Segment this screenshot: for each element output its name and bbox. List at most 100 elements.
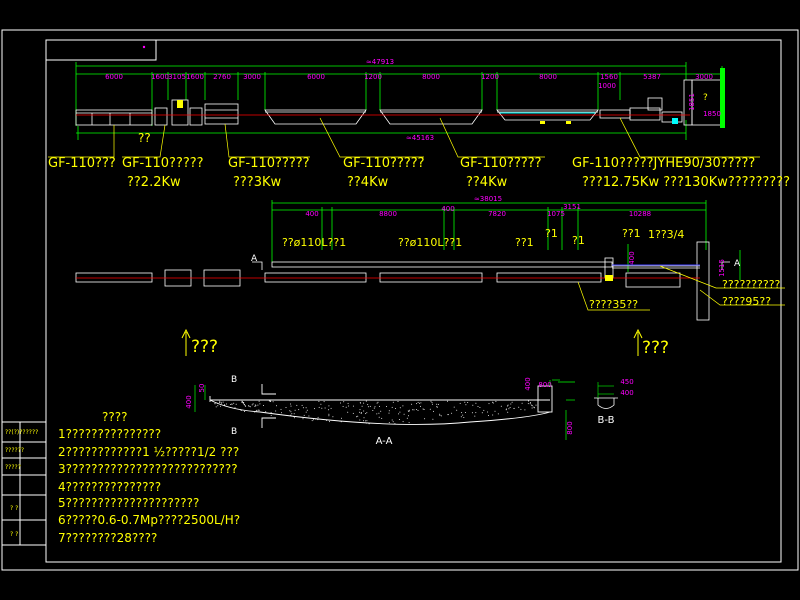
gravel-dot	[432, 418, 434, 420]
plan-note-1: ??ø110L??1	[282, 236, 346, 249]
gravel-dot	[359, 409, 361, 411]
gravel-dot	[406, 417, 408, 419]
gravel-dot	[330, 407, 332, 409]
gravel-dot	[317, 419, 319, 421]
gravel-dot	[230, 404, 232, 405]
gravel-dot	[248, 405, 250, 407]
right-dim-1: 1851	[688, 93, 696, 111]
plan-dim-0: 400	[305, 210, 318, 218]
plan-note-4: ?1	[545, 227, 558, 240]
gravel-dot	[471, 412, 473, 414]
section-bb-title: B-B	[598, 415, 615, 426]
gravel-dot	[251, 404, 253, 406]
gravel-dot	[366, 412, 368, 414]
gravel-dot	[345, 406, 347, 408]
top-dim-5: 3000	[243, 73, 261, 81]
gravel-dot	[220, 402, 222, 404]
top-dim-7: 1200	[364, 73, 382, 81]
gravel-dot	[241, 402, 243, 403]
gravel-dot	[506, 405, 508, 407]
gravel-dot	[465, 404, 467, 406]
arrow-label-2: ???	[642, 338, 669, 358]
technical-notes: ???? 1??????????????? 2????????????1 ½??…	[58, 410, 240, 545]
gravel-dot	[412, 409, 414, 411]
gravel-dot	[360, 413, 362, 414]
gravel-dot	[365, 400, 367, 402]
gravel-dot	[263, 405, 264, 406]
gravel-dot	[255, 410, 257, 412]
gravel-dot	[422, 408, 424, 410]
gravel-dot	[235, 403, 237, 405]
gravel-dot	[411, 403, 413, 405]
gravel-dot	[391, 419, 393, 421]
gravel-dot	[464, 401, 466, 403]
note-7: 7????????28????	[58, 531, 157, 545]
gravel-dot	[495, 400, 497, 402]
label-1: GF-110???	[48, 156, 116, 171]
aa-b-mark-top: B	[231, 375, 237, 385]
gravel-dot	[521, 402, 523, 404]
plan-note-6: ??1	[622, 227, 641, 240]
gravel-dot	[381, 417, 383, 419]
gravel-dot	[219, 400, 221, 402]
gravel-dot	[357, 415, 359, 417]
gravel-dot	[409, 409, 410, 411]
gravel-dot	[270, 412, 272, 414]
gravel-dot	[240, 409, 241, 411]
note-3: 3???????????????????????????	[58, 462, 238, 476]
gravel-dot	[224, 404, 226, 406]
gravel-dot	[379, 405, 380, 407]
gravel-dot	[397, 401, 399, 402]
gravel-dot	[245, 405, 247, 407]
gravel-dot	[293, 413, 295, 415]
gravel-dot	[359, 411, 361, 413]
gravel-dot	[326, 419, 327, 421]
gravel-dot	[380, 410, 382, 412]
gravel-dot	[535, 404, 537, 406]
plan-note-5: ?1	[572, 234, 585, 247]
gravel-dot	[376, 413, 378, 415]
gravel-dot	[386, 406, 387, 407]
gravel-dot	[436, 403, 438, 405]
gravel-dot	[534, 407, 535, 409]
gravel-dot	[328, 409, 330, 411]
note-6: 6?????0.6-0.7Mp????2500L/H?	[58, 513, 240, 527]
gravel-dot	[363, 410, 365, 412]
tb-cell-5: ? ?	[10, 531, 18, 538]
gravel-dot	[531, 407, 533, 409]
gravel-dot	[328, 415, 330, 417]
gravel-dot	[323, 401, 325, 403]
gravel-dot	[402, 405, 404, 407]
gravel-dot	[524, 409, 526, 411]
gravel-dot	[365, 420, 367, 422]
mark-double-question: ??	[138, 131, 151, 145]
note-4: 4???????????????	[58, 480, 161, 494]
plan-note-7: 1??3/4	[648, 228, 684, 241]
gravel-dot	[361, 405, 363, 407]
gravel-dot	[258, 409, 259, 411]
overall-length-dim: ≈47913	[366, 58, 394, 66]
gravel-dot	[500, 405, 502, 407]
gravel-dot	[531, 404, 533, 406]
note-1: 1???????????????	[58, 427, 161, 441]
gravel-dot	[460, 416, 462, 418]
gravel-dot	[313, 419, 315, 421]
gravel-dot	[376, 402, 378, 404]
gravel-dot	[507, 411, 509, 413]
gravel-dot	[373, 407, 375, 409]
gravel-dot	[481, 412, 483, 414]
gravel-dot	[395, 408, 396, 409]
gravel-dot	[424, 418, 426, 420]
plan-dim-1: 8800	[379, 210, 397, 218]
callout-top: ??????????	[722, 278, 781, 291]
gravel-dot	[402, 421, 404, 423]
gravel-dot	[513, 408, 515, 409]
note-2: 2????????????1 ½?????1/2 ???	[58, 445, 239, 459]
gravel-dot	[483, 409, 485, 411]
gravel-dot	[321, 407, 323, 409]
gravel-dot	[315, 418, 317, 420]
gravel-dot	[475, 412, 477, 414]
